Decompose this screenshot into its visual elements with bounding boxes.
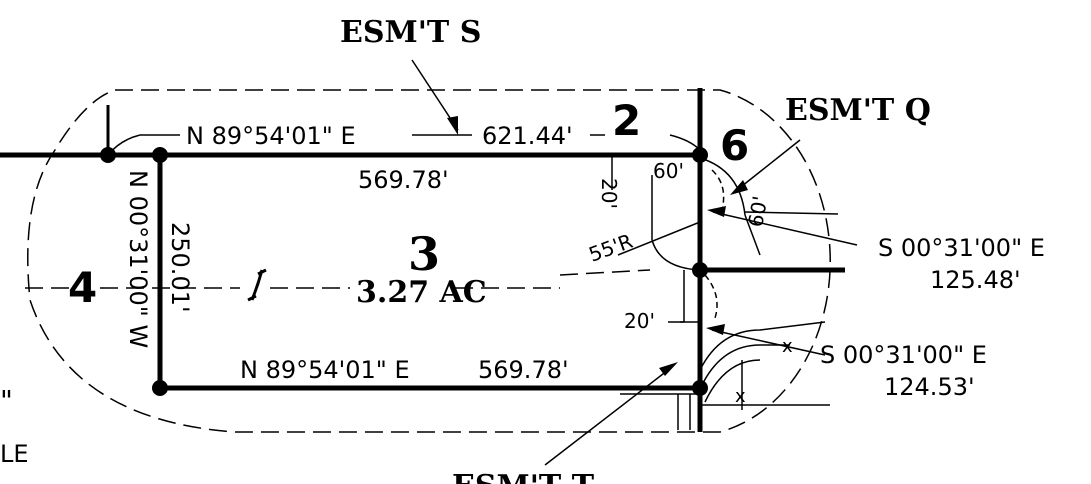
lot-6-label: 6 [720,121,749,170]
west-bearing: N 00°31'00" W [124,170,152,348]
esmt-t-curve-a [699,321,826,371]
esmt-t-curve-b [701,344,790,386]
esmt-t-arrow [544,366,673,466]
east-upper-bearing: S 00°31'00" E [878,234,1045,262]
dim-20-bottom: 20' [624,309,655,333]
south-bearing: N 89°54'01" E [240,356,410,384]
east-lower-bearing: S 00°31'00" E [820,341,987,369]
esmt-t-label: ESM'T T [452,469,595,484]
lower-bearing-arrow [711,329,826,356]
east-upper-distance: 125.48' [930,266,1021,294]
lot-center-dash-end [559,269,651,276]
esmt-s-label: ESM'T S [340,15,481,50]
north-dim-line-arc [669,134,701,151]
esmt-t-arrowhead [659,362,678,376]
west-distance: 250.01' [166,222,194,313]
monument-sw [152,380,168,396]
esmt-t-curve-c [704,359,761,403]
fence-x-1: x [782,336,793,357]
upper-bearing-arrowhead [707,206,726,217]
radius-line [617,221,701,256]
north-bearing: N 89°54'01" E [186,122,356,150]
clipped-le: LE [0,440,29,468]
esmt-q-arrowhead [730,180,748,195]
north-inner-distance: 569.78' [358,166,449,194]
monument-se [692,380,708,396]
cul-de-sac-arc [651,239,701,271]
monument-nw [152,147,168,163]
esmt-q-edge [744,211,839,215]
esmt-q-label: ESM'T Q [785,93,931,128]
lot-tie-symbol [247,268,267,302]
esmt-q-curve [699,157,746,216]
south-distance: 569.78' [478,356,569,384]
dim-radius: 55'R [586,229,636,267]
lot-area-label: 3.27 AC [356,275,487,310]
dim-20-top: 20' [597,178,621,209]
clipped-quote: " [0,384,13,417]
east-lower-distance: 124.53' [884,373,975,401]
esmt-s-arrowhead [447,116,458,135]
lot-4-label: 4 [68,263,97,312]
lot-2-label: 2 [612,96,641,145]
north-distance: 621.44' [482,122,573,150]
lot-3-label: 3 [408,227,440,281]
monument-e-mid [692,262,708,278]
monument-nw-outer [100,147,116,163]
monument-ne [692,147,708,163]
mid-dash-arc [704,274,718,319]
lower-bearing-arrowhead [706,324,725,335]
esmt-q-dash-arc [711,169,725,211]
easement-outline [27,89,831,433]
upper-bearing-arrow [712,211,858,246]
dim-60-side: 60' [743,194,772,229]
esmt-q-arrow [736,139,801,191]
dim-60-corner: 60' [653,159,684,183]
fence-x-2: x [735,386,746,407]
side-60-line [744,214,761,256]
